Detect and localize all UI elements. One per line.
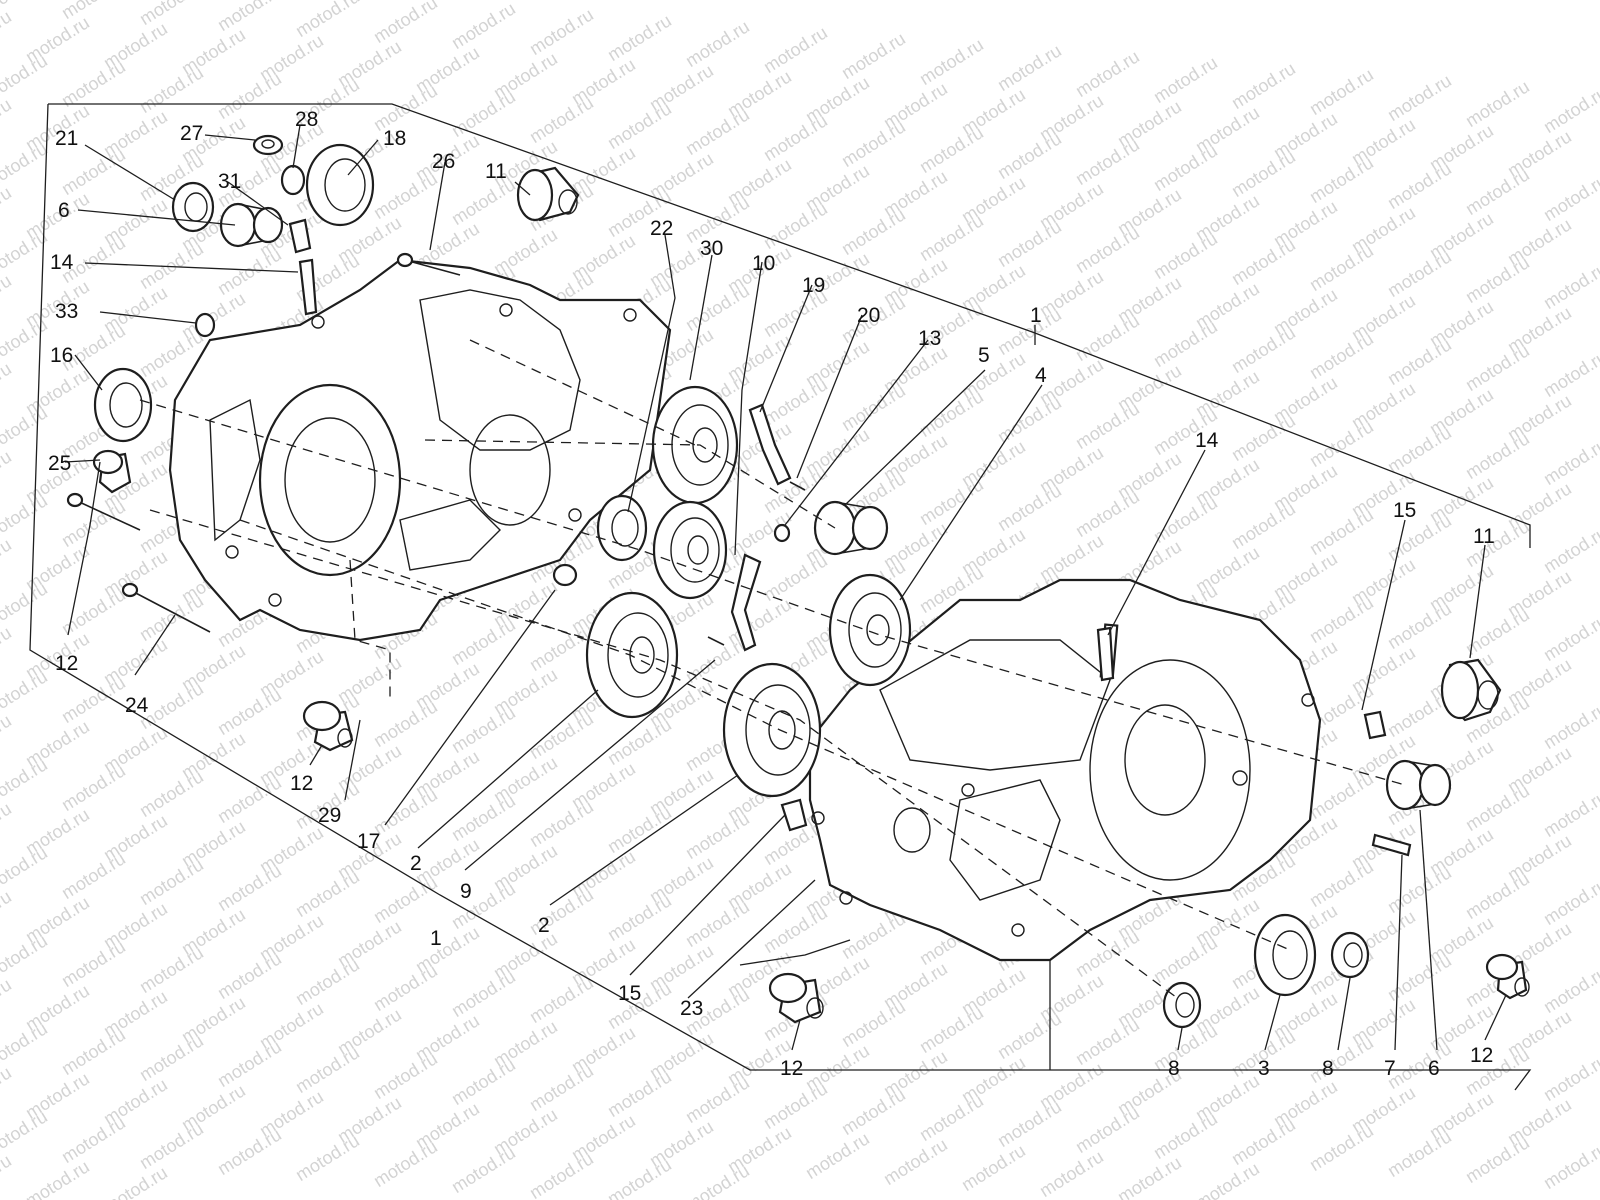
bolt-25 [66, 492, 141, 531]
callout-12-bottom: 12 [780, 1057, 803, 1080]
callout-19: 19 [802, 274, 825, 297]
callout-2-upper: 2 [410, 852, 422, 875]
callout-12-right: 12 [1470, 1044, 1493, 1067]
callout-26: 26 [432, 150, 455, 173]
callout-4: 4 [1035, 364, 1047, 387]
callout-16: 16 [50, 344, 73, 367]
nipple-7 [1371, 833, 1412, 857]
bushing-11-right [1440, 658, 1502, 722]
callout-25: 25 [48, 452, 71, 475]
callout-33: 33 [55, 300, 78, 323]
screw-20 [789, 481, 806, 491]
callout-13: 13 [918, 327, 941, 350]
callout-23: 23 [680, 997, 703, 1020]
callout-8-left: 8 [1168, 1057, 1180, 1080]
oil-seal-8-right [1330, 931, 1370, 979]
bolt-24 [121, 582, 211, 633]
callout-9: 9 [460, 880, 472, 903]
bearing-2-lower [722, 662, 822, 798]
callout-17: 17 [357, 830, 380, 853]
bushing-11-top [516, 166, 580, 222]
left-crankcase-half [168, 258, 672, 642]
cage-28 [280, 164, 306, 196]
bolt-26 [396, 252, 461, 276]
callout-1-top: 1 [1030, 304, 1042, 327]
bearing-2-upper [652, 500, 728, 600]
axis-lines [139, 339, 1406, 1001]
dowel-12-bottom [768, 972, 824, 1024]
needle-bearing-5 [813, 500, 889, 556]
callout-20: 20 [857, 304, 880, 327]
oil-seal-16 [93, 367, 153, 443]
callout-3: 3 [1258, 1057, 1270, 1080]
callout-28: 28 [295, 108, 318, 131]
callout-31: 31 [218, 170, 241, 193]
bearing-9 [585, 591, 679, 719]
callout-1-bottom: 1 [430, 927, 442, 950]
needle-bearing-6-right [1385, 759, 1452, 811]
callout-24: 24 [125, 694, 149, 717]
callout-22: 22 [650, 217, 673, 240]
oil-seal-3 [1253, 913, 1317, 997]
callout-8-right: 8 [1322, 1057, 1334, 1080]
bearing-22 [596, 494, 648, 562]
callout-27: 27 [180, 122, 203, 145]
nut-13 [773, 523, 791, 543]
callout-12-upper: 12 [55, 652, 78, 675]
nut-29 [552, 563, 578, 587]
oil-seal-8-left [1162, 981, 1202, 1029]
sleeve-31 [288, 218, 312, 254]
callout-6-right: 6 [1428, 1057, 1440, 1080]
stud-14-top [298, 258, 318, 316]
washer-27 [252, 134, 284, 156]
oil-seal-21 [171, 181, 215, 233]
callout-21: 21 [55, 127, 78, 150]
screw-17 [707, 636, 725, 646]
callout-labels: 21 27 28 18 31 26 11 6 14 33 16 25 12 24… [48, 108, 1495, 1080]
callout-2-lower: 2 [538, 914, 550, 937]
callout-10: 10 [752, 252, 775, 275]
callout-5: 5 [978, 344, 990, 367]
plate-10 [730, 553, 762, 652]
callout-14-right: 14 [1195, 429, 1219, 452]
needle-bearing-6-top [219, 202, 284, 248]
callout-30: 30 [700, 237, 723, 260]
callout-6-top: 6 [58, 199, 70, 222]
stud-14-right [1096, 626, 1115, 682]
leader-lines [64, 124, 1507, 1070]
bushing-15-right [1363, 710, 1387, 740]
callout-7: 7 [1384, 1057, 1396, 1080]
dowel-12-left [302, 700, 354, 752]
callout-15-right: 15 [1393, 499, 1416, 522]
callout-14-top: 14 [50, 251, 74, 274]
bracket-19 [748, 403, 792, 486]
callout-15-lower: 15 [618, 982, 641, 1005]
callout-11-right: 11 [1473, 525, 1495, 548]
dowel-12-upper [92, 449, 132, 494]
callout-11-top: 11 [485, 160, 507, 183]
callout-29: 29 [318, 804, 341, 827]
callout-12-left: 12 [290, 772, 313, 795]
bushing-15-lower [780, 798, 808, 832]
callout-18: 18 [383, 127, 406, 150]
ring-33 [194, 312, 216, 338]
bearing-4 [828, 573, 912, 687]
dowel-12-right [1485, 953, 1530, 1000]
